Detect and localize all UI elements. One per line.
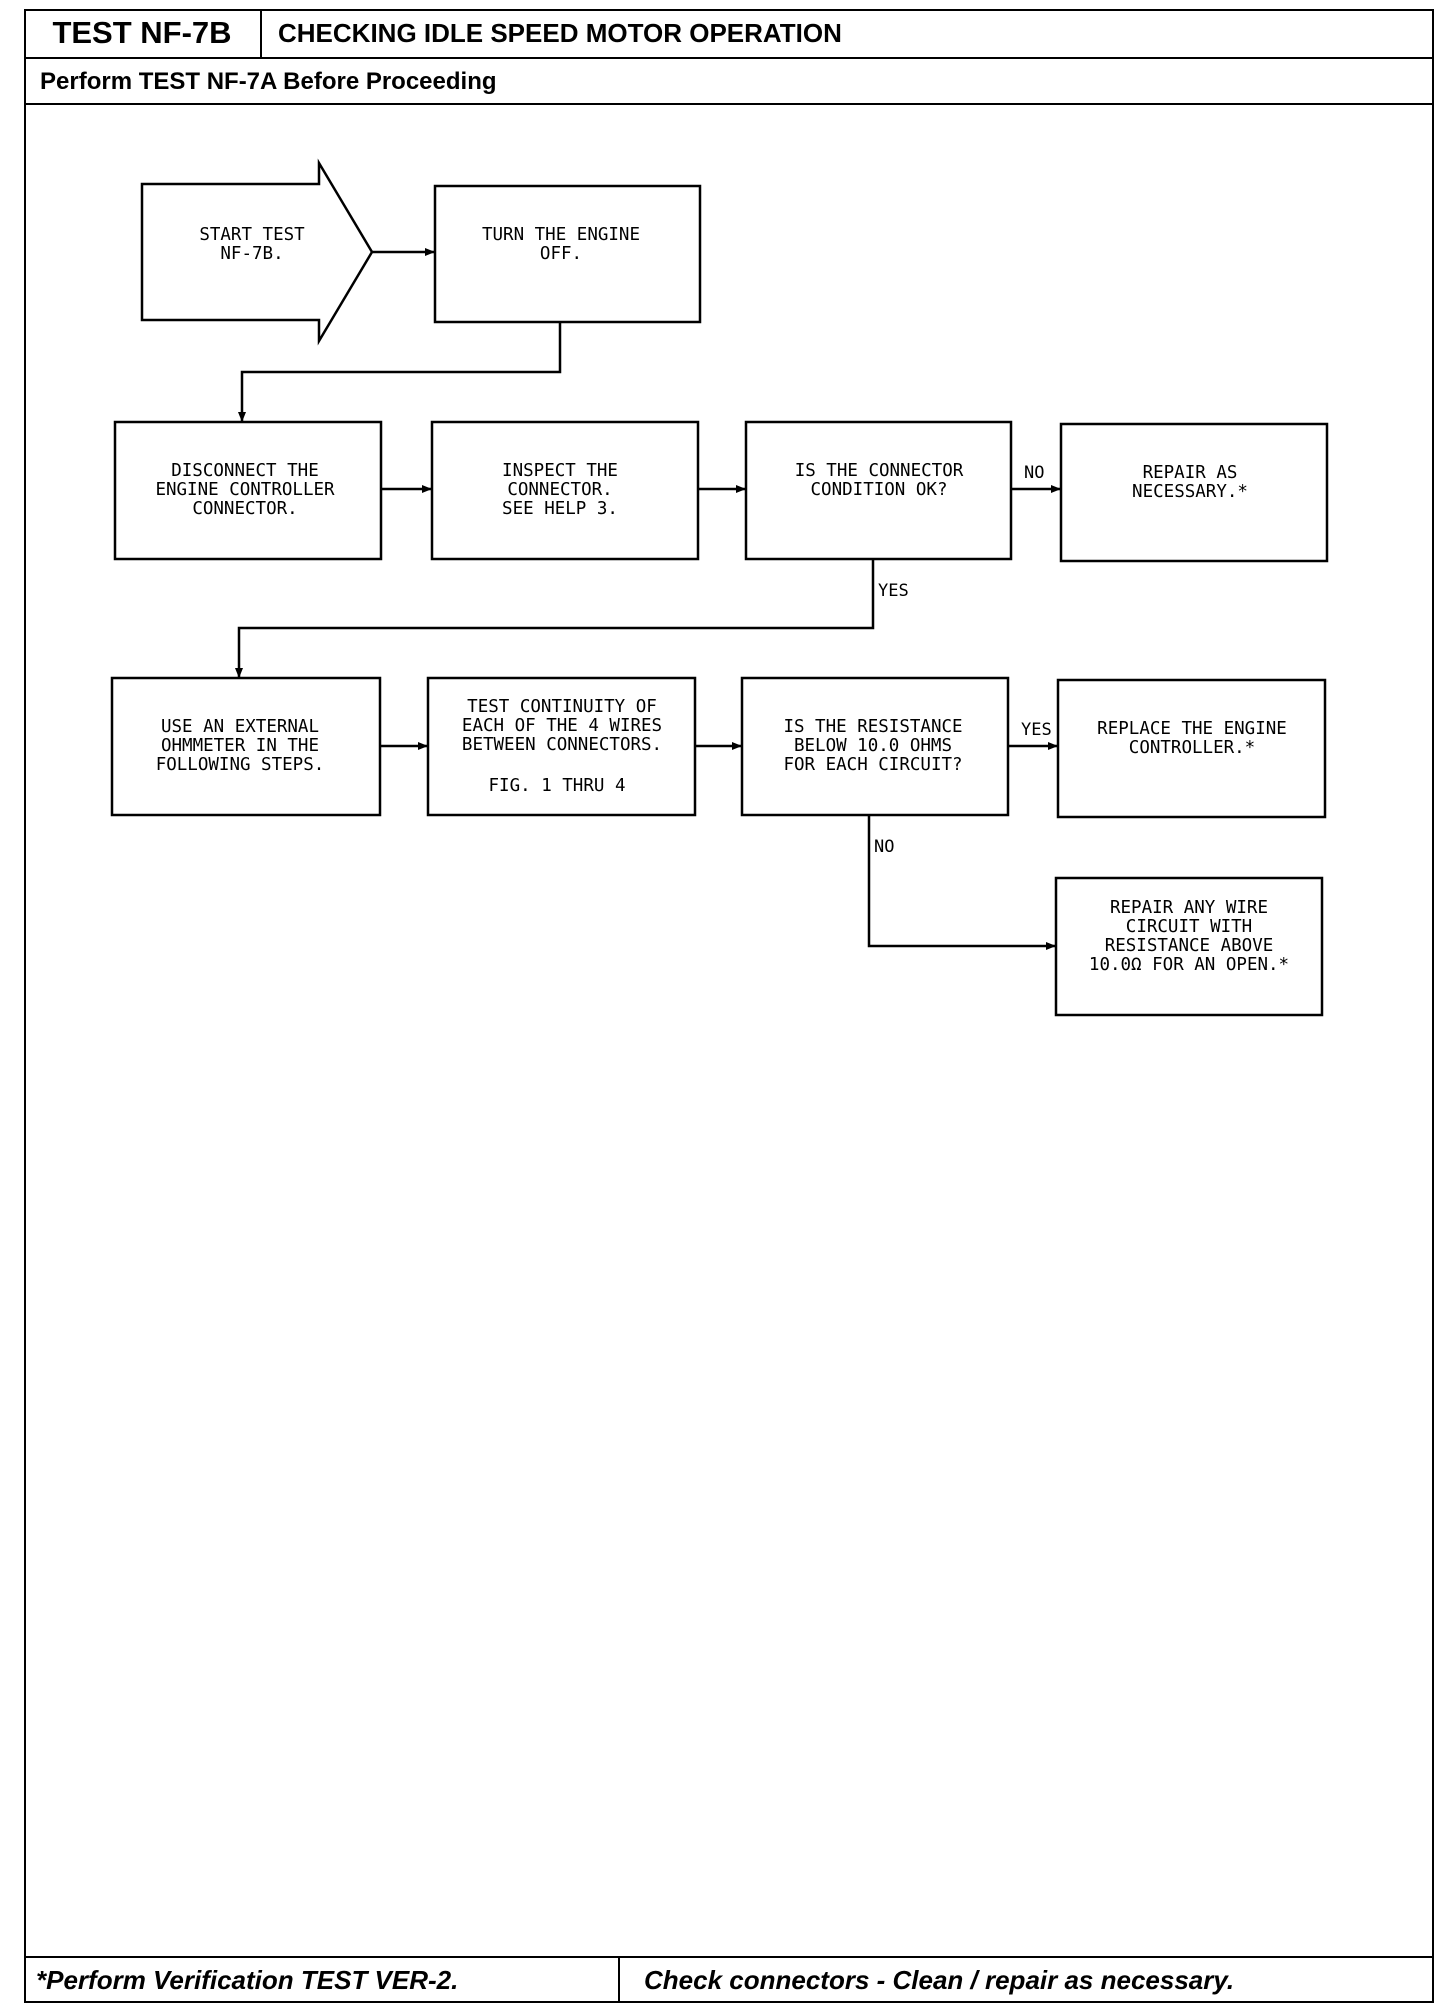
test-id: TEST NF-7B (24, 9, 262, 57)
box-continuity (426, 676, 697, 817)
box-disconnect (113, 420, 383, 561)
connector-turnoff-disconnect (238, 322, 562, 422)
box-resistance-q (740, 676, 1010, 817)
box-connector-ok (744, 420, 1013, 561)
footer-connector-note: Check connectors - Clean / repair as nec… (644, 1965, 1235, 1995)
footer-bar: *Perform Verification TEST VER-2. Check … (24, 1956, 1434, 2003)
label-yes-1: YES (878, 581, 909, 601)
continuity-fig-text: FIG. 1 THRU 4 (489, 776, 626, 796)
label-yes-2: YES (1021, 720, 1052, 740)
footer-verification-note: *Perform Verification TEST VER-2. (24, 1958, 620, 2003)
header-bar: TEST NF-7B CHECKING IDLE SPEED MOTOR OPE… (24, 9, 1434, 59)
label-no-2: NO (874, 837, 894, 857)
connector-no-repairwire (867, 815, 1056, 950)
connector-yes-ohmmeter (235, 559, 875, 678)
box-ohmmeter (110, 676, 382, 817)
prerequisite-bar: Perform TEST NF-7A Before Proceeding (24, 59, 1434, 105)
box-repair-wire (1054, 876, 1324, 1017)
test-title: CHECKING IDLE SPEED MOTOR OPERATION (278, 18, 842, 48)
label-no-1: NO (1024, 463, 1044, 483)
box-repair-necessary (1059, 422, 1329, 563)
box-turn-off (433, 184, 702, 324)
box-replace (1056, 678, 1327, 819)
page-frame (24, 9, 1434, 2003)
prerequisite-note: Perform TEST NF-7A Before Proceeding (40, 68, 497, 95)
start-arrow-shape (140, 158, 374, 346)
box-inspect (430, 420, 700, 561)
